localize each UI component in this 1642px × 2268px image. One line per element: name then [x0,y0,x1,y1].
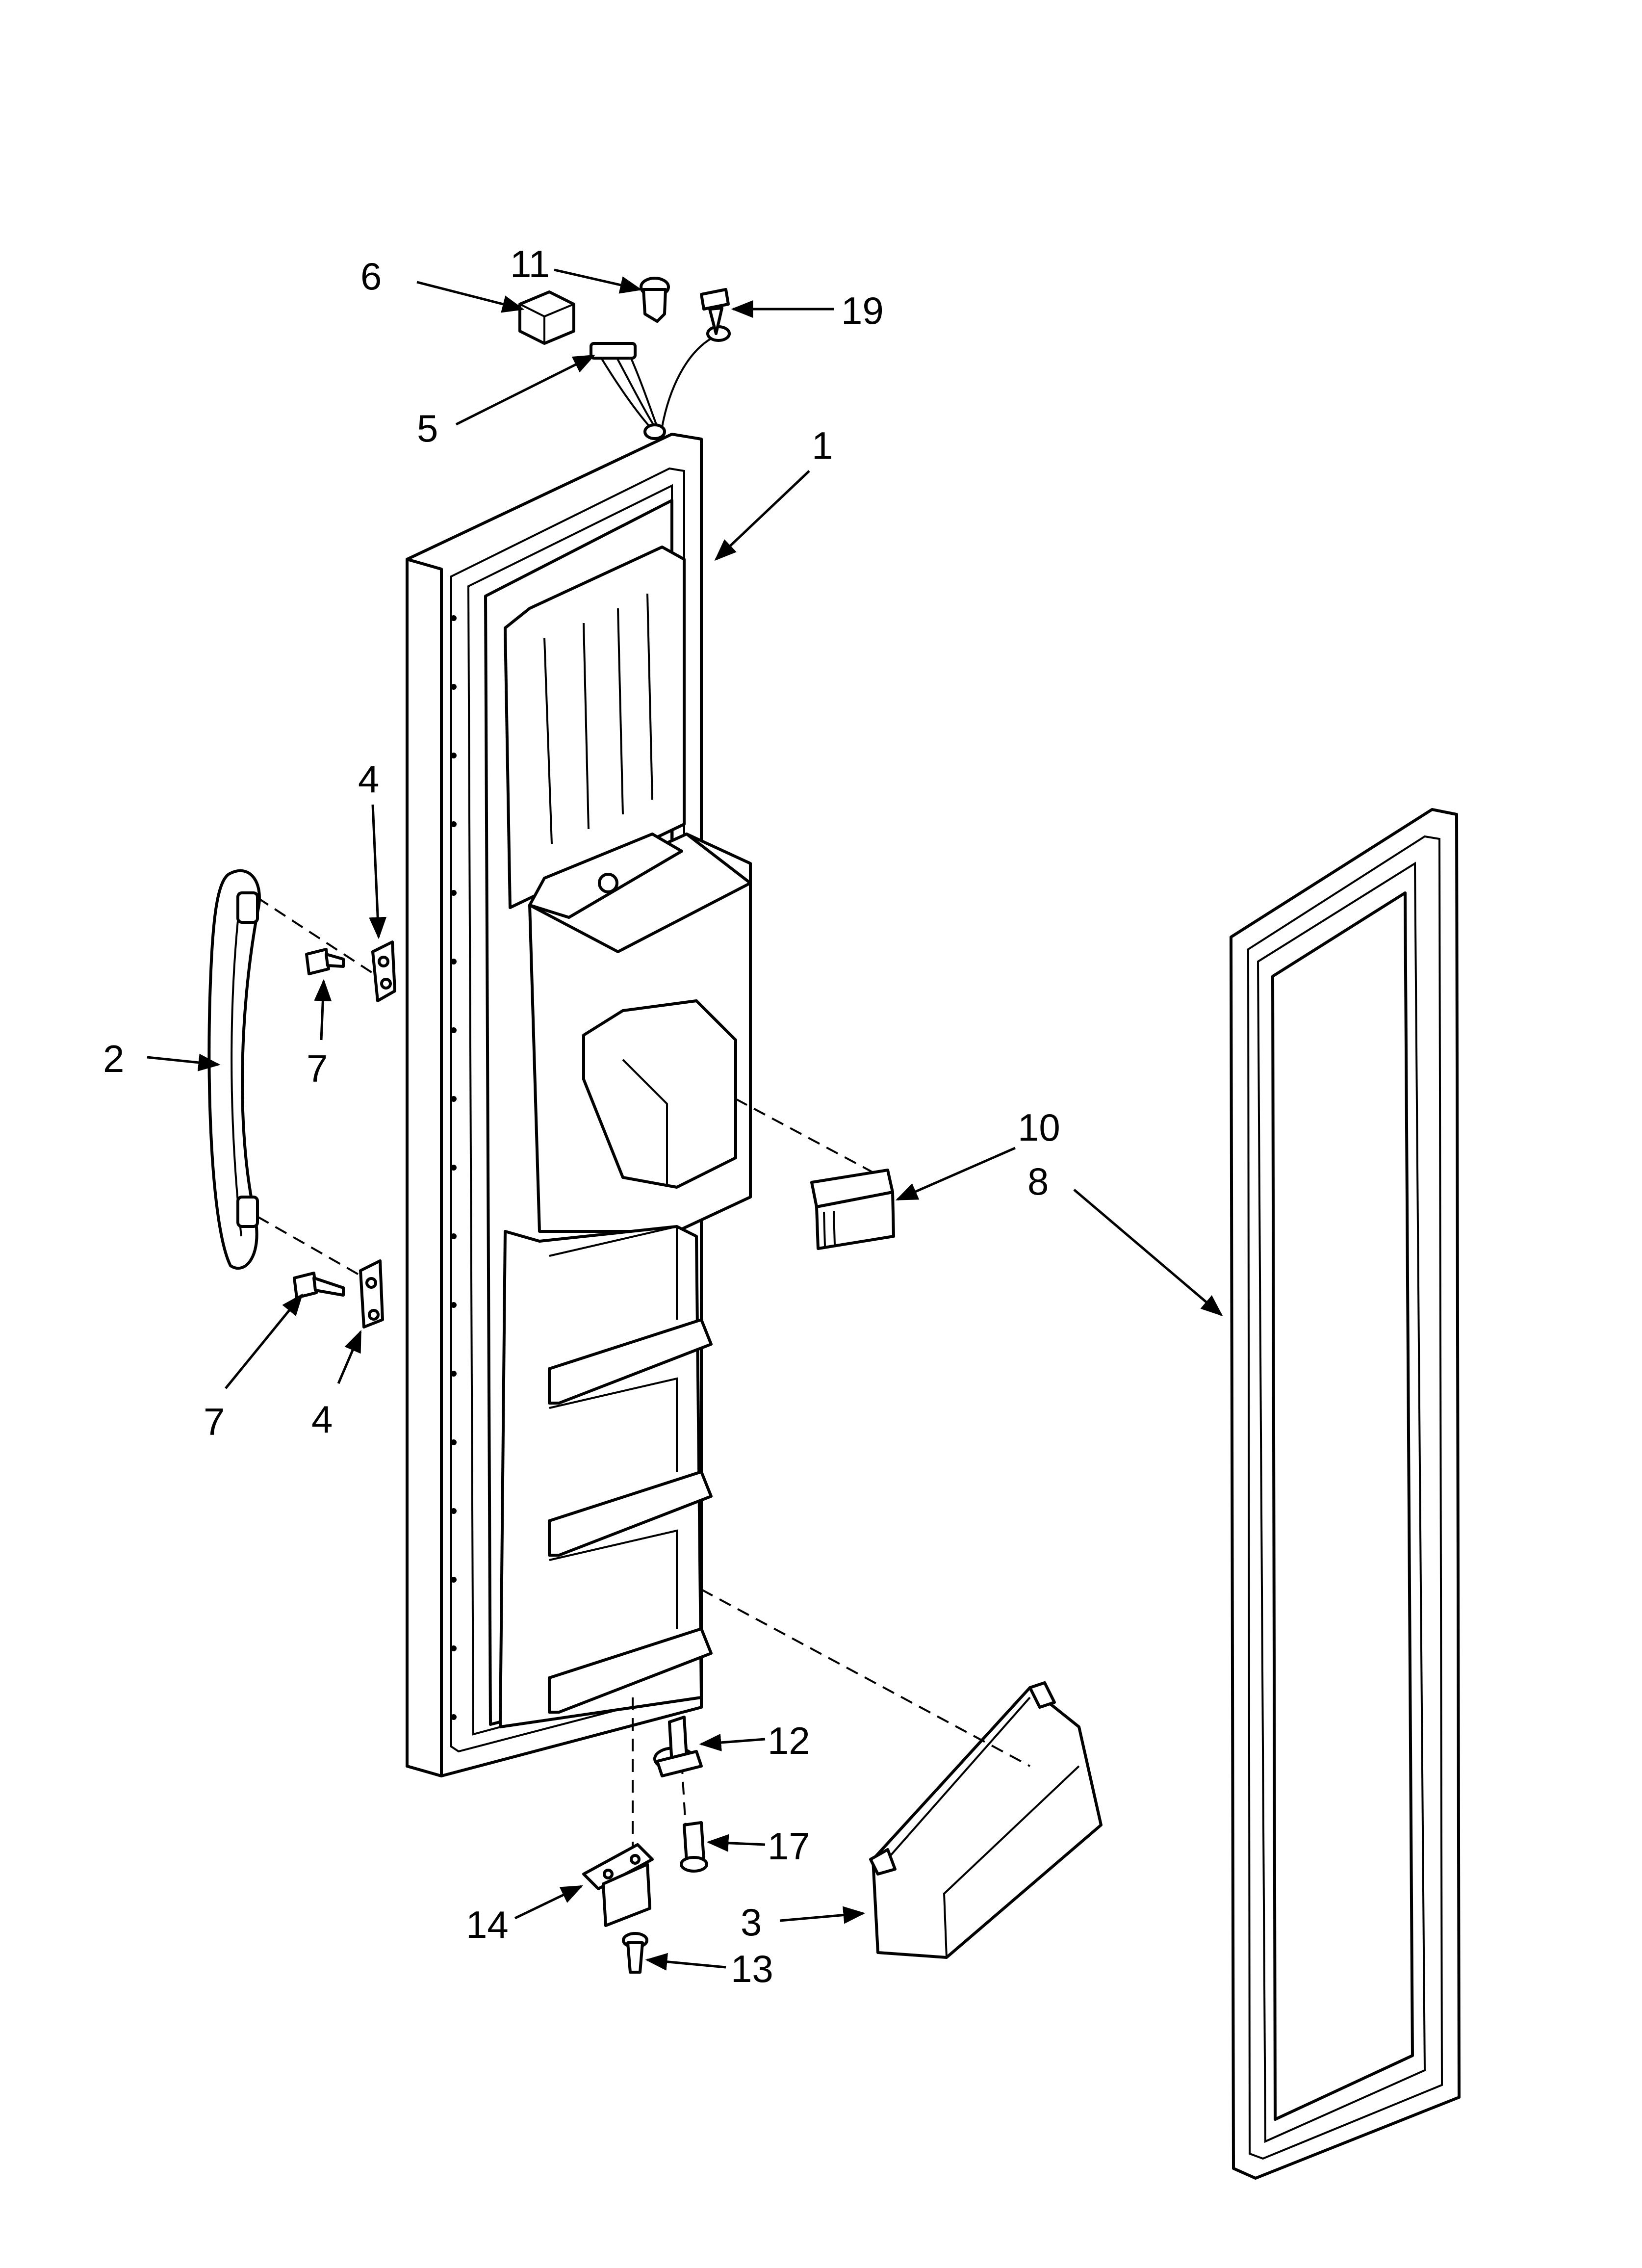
hinge-screw-17 [680,1821,708,1873]
callout-4-bottom: 4 [311,1398,333,1441]
handle-screw-bottom [293,1272,345,1299]
pad-leader-dashed [735,1098,878,1176]
dispenser-pad [810,1169,895,1250]
handle-bracket-top [371,940,396,1002]
door-panel [406,433,752,1777]
callout-17: 17 [768,1825,810,1868]
callout-leaders [147,268,1223,1971]
callout-10: 10 [1018,1106,1060,1149]
callout-7-bottom: 7 [204,1400,225,1443]
callout-11: 11 [510,242,550,286]
door-bin [869,1681,1103,1959]
callout-3: 3 [741,1901,762,1944]
callout-2: 2 [103,1037,124,1080]
handle-leader-dashed-bottom [257,1216,378,1286]
light-socket [640,277,670,323]
callout-14: 14 [466,1903,509,1946]
door-gasket [1230,808,1461,2180]
switch-connector [518,290,575,345]
hinge-screw-13 [622,1932,648,1974]
callout-8: 8 [1027,1160,1049,1203]
hinge-bracket [582,1843,654,1927]
door-handle [207,869,261,1270]
callout-19: 19 [841,289,884,332]
hinge-cam [653,1716,703,1777]
bin-leader-dashed [701,1589,1030,1767]
wire-harness [590,325,731,440]
handle-screw-top [305,948,345,975]
callout-12: 12 [768,1719,810,1762]
door-edge-dots [451,615,457,1720]
callout-13: 13 [731,1947,773,1990]
ground-screw [700,288,730,335]
door-shelves [548,1225,713,1714]
handle-bracket-bottom [359,1259,384,1329]
callout-6: 6 [360,255,382,298]
callout-4-top: 4 [358,757,379,801]
handle-leader-dashed-top [257,897,379,977]
callout-5: 5 [417,407,438,450]
callout-1: 1 [812,424,833,467]
callout-7-top: 7 [307,1047,328,1090]
